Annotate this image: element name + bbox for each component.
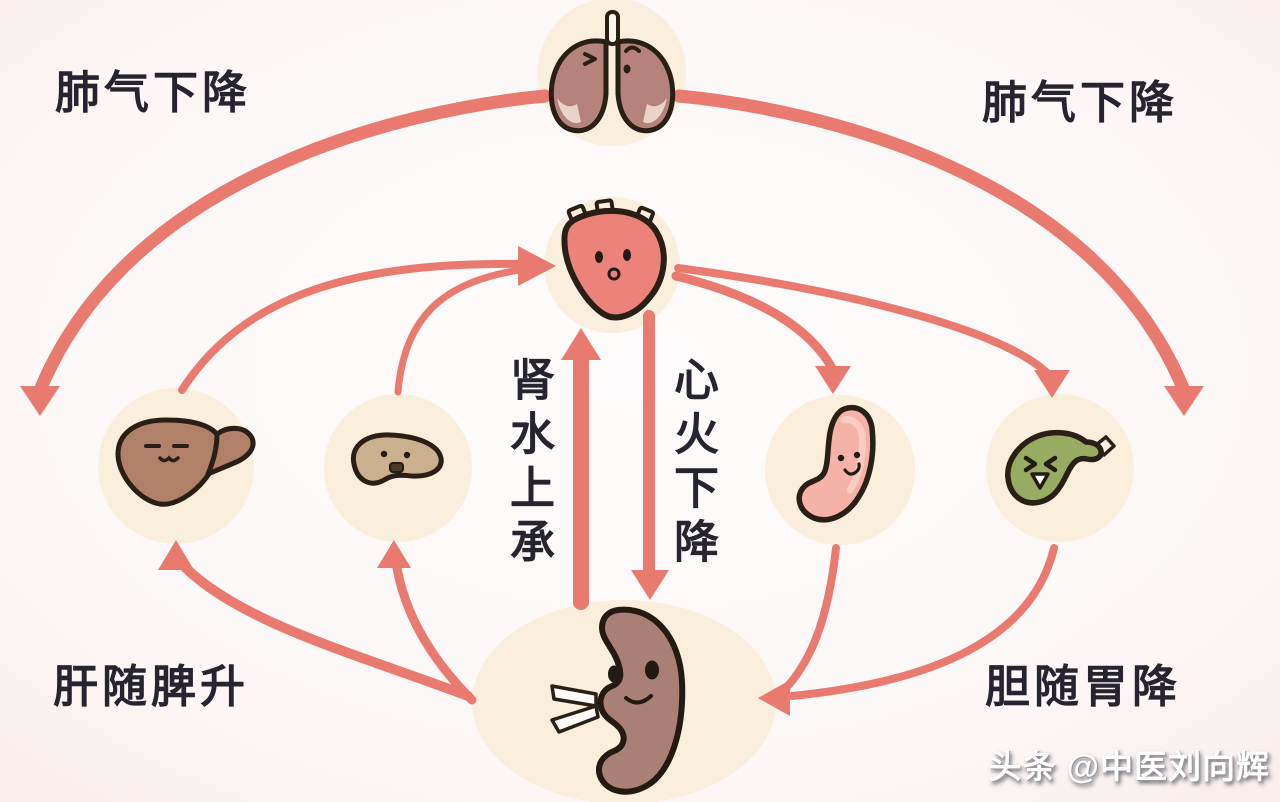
- arc-spleen-to-heart: [394, 266, 524, 396]
- arc-stomach-to-kidney: [782, 544, 840, 692]
- liver-icon: [115, 417, 256, 507]
- arrowhead-into-stomach: [815, 366, 851, 394]
- spleen-icon: [350, 432, 444, 486]
- arrowhead-into-gallbladder: [1034, 370, 1070, 398]
- arc-kidney-to-liver: [175, 557, 473, 701]
- arrowhead-into-liver: [158, 540, 194, 570]
- arc-heart-to-stomach: [671, 271, 837, 373]
- arrowhead-into-spleen: [377, 540, 411, 568]
- watermark: 头条 @中医刘向辉: [988, 748, 1270, 785]
- arrowhead-into-heart: [518, 246, 556, 286]
- liver-rises-with-spleen-label: 肝随脾升: [53, 661, 250, 712]
- arc-kidney-to-spleen: [391, 557, 477, 705]
- arc-liver-to-heart: [178, 259, 526, 394]
- arc-heart-to-gallbladder: [674, 264, 1052, 378]
- stomach-icon: [796, 404, 876, 523]
- arrowhead-right-down: [1164, 386, 1204, 416]
- arrowhead-up-to-heart: [561, 328, 601, 360]
- lung-qi-descends-label-right: 肺气下降: [982, 77, 1179, 128]
- arrowhead-into-kidney: [758, 680, 790, 716]
- arc-gallbladder-to-kidney: [788, 544, 1058, 700]
- gallbladder-descends-with-stomach-label: 胆随胃降: [985, 661, 1182, 712]
- kidney-icon: [550, 606, 686, 795]
- arc-lungs-to-right-edge: [672, 89, 1190, 395]
- heart-icon: [561, 198, 667, 321]
- arrowhead-down-to-kidney: [631, 570, 669, 600]
- heart-fire-descends-label: 心火下降: [667, 356, 718, 572]
- arc-lungs-to-left-edge: [34, 89, 552, 395]
- flow-arrows: [20, 89, 1204, 716]
- lung-qi-descends-label-left: 肺气下降: [55, 67, 252, 118]
- arrowhead-left-down: [20, 386, 60, 416]
- kidney-water-ascends-label: 肾水上承: [503, 356, 554, 572]
- gallbladder-icon: [1005, 429, 1116, 506]
- lungs-icon: [548, 10, 676, 134]
